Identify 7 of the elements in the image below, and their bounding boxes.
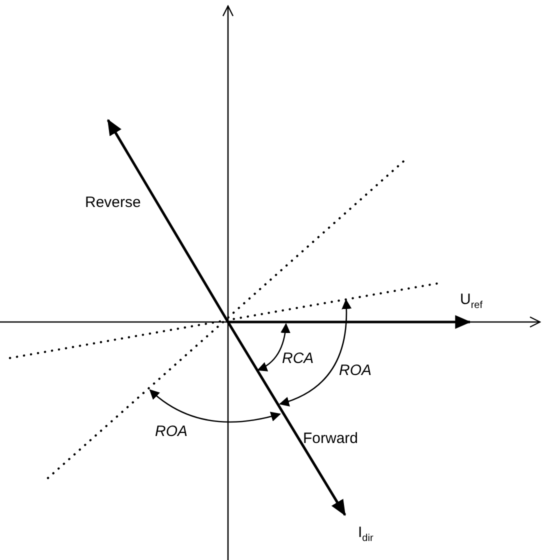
vector-label: I$_{dir}$ <box>358 525 374 544</box>
vector-label: Forward <box>303 431 358 446</box>
angle-label: RCA <box>282 351 314 366</box>
angle-label: ROA <box>155 424 188 439</box>
angle-label: ROA <box>339 363 372 378</box>
vector-label: U$_{ref}$ <box>460 292 483 311</box>
vector-label: Reverse <box>85 195 141 210</box>
